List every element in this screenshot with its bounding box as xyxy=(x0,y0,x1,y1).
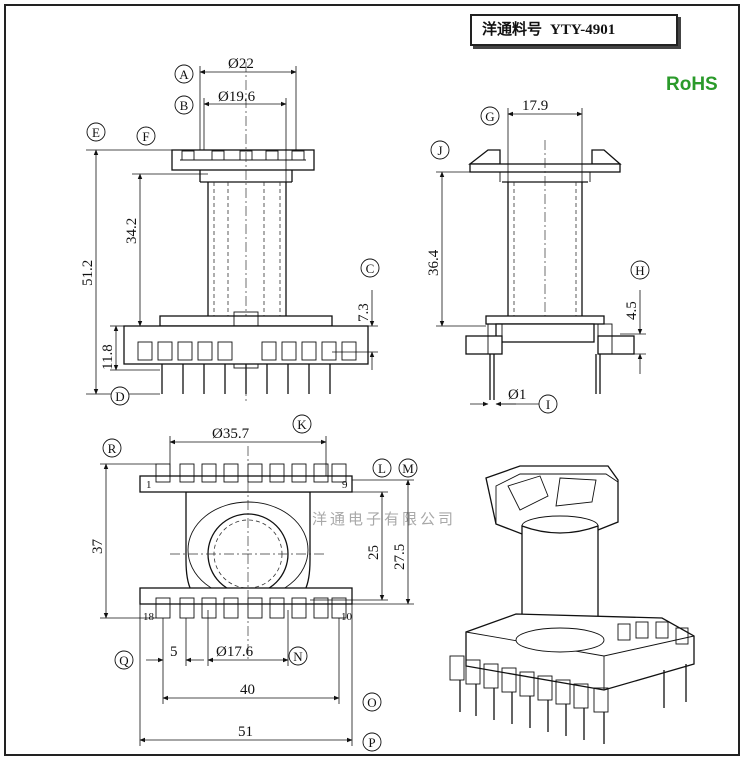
callout-a: A xyxy=(174,64,194,84)
svg-text:I: I xyxy=(546,397,550,412)
dim-k-diameter: Ø35.7 xyxy=(212,426,250,442)
callout-c: C xyxy=(360,258,380,278)
dim-b-diameter: Ø19.6 xyxy=(218,89,256,105)
svg-text:N: N xyxy=(293,649,303,664)
svg-text:D: D xyxy=(115,389,124,404)
callout-d: D xyxy=(110,386,130,406)
svg-text:K: K xyxy=(297,417,307,432)
pin-number-18: 18 xyxy=(143,611,155,623)
callout-i: I xyxy=(538,394,558,414)
side-view: 17.9 36.4 4.5 Ø1 xyxy=(426,98,646,407)
svg-text:E: E xyxy=(92,125,100,140)
dim-n-diameter: Ø17.6 xyxy=(216,644,254,660)
callout-m: M xyxy=(398,458,418,478)
callout-j: J xyxy=(430,140,450,160)
dim-a-diameter: Ø22 xyxy=(228,56,254,72)
dim-pin-offset: 7.3 xyxy=(356,303,372,322)
svg-text:Q: Q xyxy=(119,653,129,668)
rohs-label: RoHS xyxy=(666,74,718,95)
svg-text:R: R xyxy=(108,441,117,456)
dim-width-25: 25 xyxy=(366,545,382,560)
dim-overall-length: 51 xyxy=(238,724,253,740)
pin-number-10: 10 xyxy=(341,611,353,623)
dim-g-width: 17.9 xyxy=(522,98,548,114)
svg-text:P: P xyxy=(368,735,375,750)
callout-b: B xyxy=(174,95,194,115)
svg-text:H: H xyxy=(635,263,644,278)
dim-base-height: 11.8 xyxy=(100,344,116,370)
dim-width-37: 37 xyxy=(90,539,106,555)
part-number: YTY-4901 xyxy=(550,22,616,38)
dim-pitch: 5 xyxy=(170,644,178,660)
callout-r: R xyxy=(102,438,122,458)
callout-o: O xyxy=(362,692,382,712)
callout-k: K xyxy=(292,414,312,434)
callout-markers: A B C D E F G H I J K L M N O P Q R xyxy=(86,64,650,752)
dim-pin-diameter: Ø1 xyxy=(508,387,526,403)
dim-h-height: 4.5 xyxy=(624,301,640,320)
callout-g: G xyxy=(480,106,500,126)
svg-text:L: L xyxy=(378,461,386,476)
svg-text:F: F xyxy=(142,129,149,144)
title-name: 洋通料号 xyxy=(482,22,543,38)
dim-j-height: 36.4 xyxy=(426,249,442,276)
dim-total-height: 51.2 xyxy=(80,260,96,286)
pin-number-9: 9 xyxy=(342,479,348,491)
pin-number-1: 1 xyxy=(146,479,152,491)
callout-e: E xyxy=(86,122,106,142)
front-view: Ø22 Ø19.6 51.2 34.2 11.8 7.3 xyxy=(80,56,378,402)
callout-h: H xyxy=(630,260,650,280)
callout-f: F xyxy=(136,126,156,146)
callout-p: P xyxy=(362,732,382,752)
drawing-frame xyxy=(4,4,740,756)
svg-text:J: J xyxy=(437,143,442,158)
callout-l: L xyxy=(372,458,392,478)
svg-text:M: M xyxy=(402,461,414,476)
svg-text:G: G xyxy=(485,109,494,124)
callout-q: Q xyxy=(114,650,134,670)
svg-text:B: B xyxy=(180,98,189,113)
svg-text:O: O xyxy=(367,695,376,710)
svg-text:C: C xyxy=(366,261,375,276)
isometric-view xyxy=(449,465,695,744)
dim-width-27-5: 27.5 xyxy=(392,544,408,570)
dim-row-spacing: 40 xyxy=(240,682,255,698)
title-block: 洋通料号 YTY-4901 xyxy=(470,14,678,46)
callout-n: N xyxy=(288,646,308,666)
svg-text:A: A xyxy=(179,67,189,82)
dim-winding-height: 34.2 xyxy=(124,218,140,244)
top-view: 1 9 18 10 Ø35.7 37 25 27.5 5 xyxy=(90,426,414,746)
